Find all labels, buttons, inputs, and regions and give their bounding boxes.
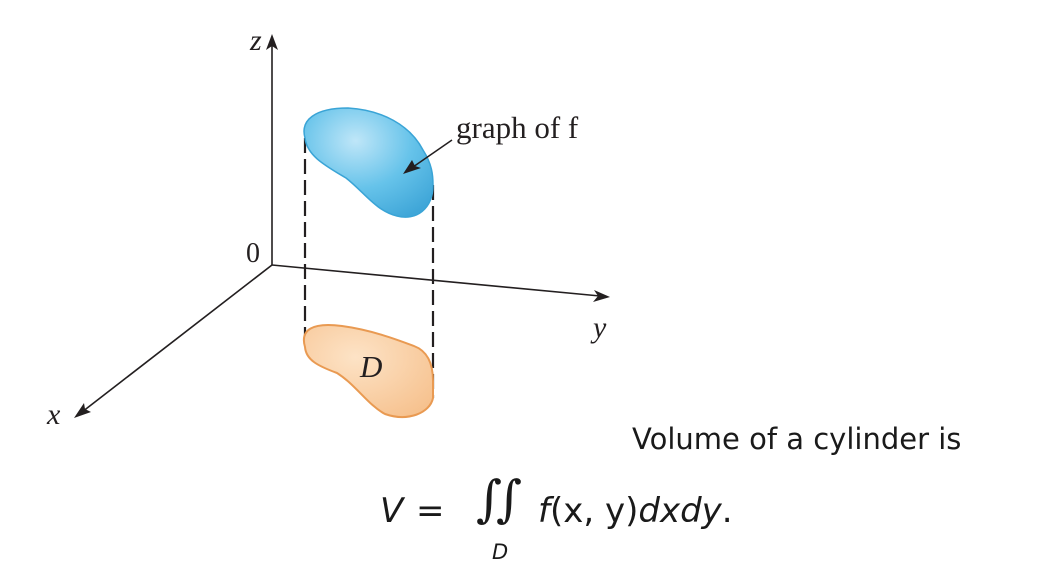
formula-lhs: V xyxy=(380,491,404,531)
origin-label: 0 xyxy=(246,238,260,269)
volume-caption: Volume of a cylinder is xyxy=(632,422,962,456)
integrand-arguments: (x, y) xyxy=(549,491,639,531)
integral-sign-2: ∫ xyxy=(496,470,523,528)
x-axis-label: x xyxy=(46,398,61,431)
surface-pointer-arrowhead xyxy=(403,160,421,174)
x-axis xyxy=(81,264,273,413)
y-axis xyxy=(271,264,601,297)
integral-sign-1: ∫ xyxy=(476,470,503,528)
surface-pointer-arrow xyxy=(412,139,453,168)
surface-label: graph of f xyxy=(456,110,579,145)
x-axis-arrowhead xyxy=(74,403,91,418)
formula-integrand: f(x, y)dxdy. xyxy=(538,491,733,531)
region-d-shape xyxy=(302,324,434,418)
surface-graph-of-f xyxy=(303,107,434,218)
y-axis-label: y xyxy=(590,311,607,344)
integral-subscript: D xyxy=(492,540,509,564)
integrand-function: f xyxy=(538,491,550,531)
integrand-differentials: dxdy xyxy=(638,491,722,531)
volume-formula: V = ∫ ∫ D f(x, y)dxdy. xyxy=(380,474,800,568)
formula-equals: = xyxy=(416,491,445,531)
region-d-label: D xyxy=(359,349,382,384)
z-axis-label: z xyxy=(249,24,262,57)
z-axis-arrowhead xyxy=(266,34,278,50)
y-axis-arrowhead xyxy=(593,290,610,302)
formula-period: . xyxy=(721,491,733,531)
